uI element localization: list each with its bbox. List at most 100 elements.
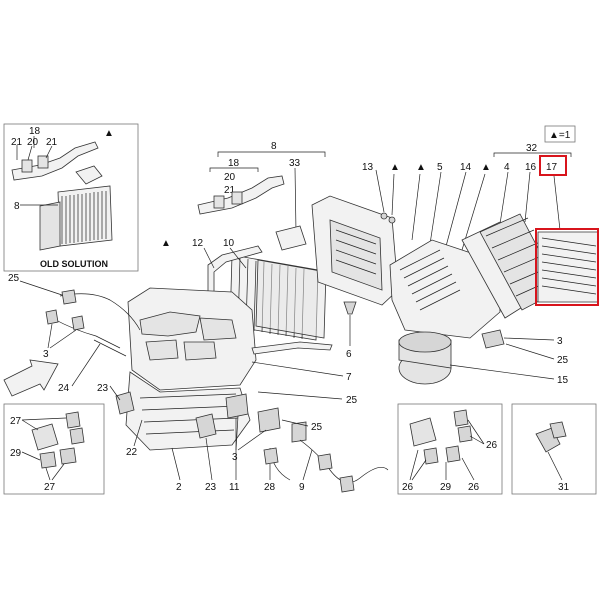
label-23b: 23 — [205, 482, 217, 493]
legend-frame — [544, 125, 576, 143]
label-10: 10 — [223, 238, 235, 249]
clip-6 — [343, 301, 357, 315]
leader-12 — [203, 247, 215, 269]
bracket-32 — [493, 152, 572, 157]
main-case-vent-4 — [183, 341, 217, 361]
inset-triangle-marker: ▲ — [104, 128, 114, 139]
rod-24 — [93, 339, 127, 357]
bottom-callouts: 22 3 2 23 11 28 9 25 25 — [126, 391, 358, 493]
upper-case-window — [329, 219, 383, 291]
inset-bm-label-29: 29 — [440, 482, 452, 493]
inset-bm-leader-26c — [461, 457, 475, 481]
triangle-marker-4: ▲ — [161, 238, 171, 249]
label-32: 32 — [526, 143, 538, 154]
leader-14 — [444, 171, 467, 251]
triangle-marker-3: ▲ — [481, 162, 491, 173]
leader-16 — [524, 171, 531, 223]
inset-seal-part — [75, 165, 103, 185]
leader-tri2 — [411, 173, 421, 241]
connector-harness-2 — [339, 475, 355, 493]
inset-bottom-mid-frame — [397, 403, 503, 495]
seal-part-33 — [275, 225, 307, 251]
main-case-vent-1 — [139, 311, 201, 337]
triangle-marker-2: ▲ — [416, 162, 426, 173]
filter-16-pleats — [485, 217, 557, 297]
connector-3a-2 — [71, 315, 85, 331]
inset-bm-connector-2 — [457, 425, 473, 443]
inset-valve-part-2 — [37, 155, 49, 169]
leader-24 — [71, 343, 101, 387]
direction-arrow — [3, 359, 59, 397]
main-case-ribs — [139, 393, 239, 435]
inset-valve-part — [21, 159, 33, 173]
upper-case-ribs — [335, 229, 377, 275]
inset-bottom-mid: 26 26 29 26 — [397, 403, 503, 495]
leader-3b — [503, 337, 555, 341]
inset-bm-label-26c: 26 — [468, 482, 480, 493]
label-25c: 25 — [346, 395, 358, 406]
label-24: 24 — [58, 383, 70, 394]
connector-25a — [61, 289, 77, 305]
inset-pipe-part — [11, 141, 99, 181]
inset-leaders — [16, 136, 58, 206]
bracket-18 — [209, 167, 259, 172]
leader-5 — [429, 171, 442, 245]
label-28: 28 — [264, 482, 276, 493]
actuator-11 — [225, 393, 249, 419]
actuator-3c — [257, 407, 281, 433]
top-callouts: 8 18 20 21 33 13 ▲ ▲ 5 14 ▲ 32 4 16 17 — [209, 141, 572, 251]
valve-part-2 — [231, 191, 243, 205]
leader-25b — [505, 343, 555, 360]
leader-10 — [229, 247, 247, 269]
label-33: 33 — [289, 158, 301, 169]
leader-25c — [257, 391, 343, 400]
label-13: 13 — [362, 162, 374, 173]
label-3b: 3 — [557, 336, 563, 347]
inset-bl-connector-3 — [39, 451, 57, 469]
filter-17 — [537, 231, 599, 303]
label-18: 18 — [228, 158, 240, 169]
leader-3a — [47, 323, 77, 349]
inset-label-20: 20 — [27, 137, 39, 148]
inset-bl-connector-2 — [69, 427, 85, 445]
label-14: 14 — [460, 162, 472, 173]
label-4: 4 — [504, 162, 510, 173]
inset-bm-leader-26a — [467, 419, 485, 445]
leader-9 — [302, 449, 313, 481]
main-case-vent-3 — [145, 339, 179, 361]
connector-3a-1 — [45, 309, 59, 325]
inset-bottom-right: 31 — [511, 403, 597, 495]
highlight-label-17 — [539, 155, 567, 176]
inset-bm-connector-1 — [453, 409, 469, 427]
inset-label-8: 8 — [14, 201, 20, 212]
inset-bottom-right-frame — [511, 403, 597, 495]
leader-23b — [205, 437, 213, 481]
upper-housing: 6 ▲ — [161, 195, 399, 360]
label-17: 17 — [546, 162, 558, 173]
label-11: 11 — [229, 482, 240, 493]
blower-case — [389, 239, 501, 339]
inset-bottom-left-frame — [3, 403, 105, 495]
label-8: 8 — [271, 141, 277, 152]
label-3a: 3 — [43, 349, 49, 360]
inset-bottom-left: 27 29 27 — [3, 403, 105, 495]
legend-text: ▲=1 — [549, 130, 571, 141]
inset-bm-leader-26b — [409, 449, 427, 481]
blower-case-ribs — [399, 249, 461, 311]
label-7: 7 — [346, 372, 352, 383]
leader-23a — [109, 385, 121, 401]
label-22: 22 — [126, 447, 138, 458]
pipe-assembly — [197, 175, 307, 251]
label-25b: 25 — [557, 355, 569, 366]
connector-harness — [317, 453, 333, 471]
inset-br-label-31: 31 — [558, 482, 570, 493]
harness-left — [51, 293, 141, 349]
leader-15 — [449, 364, 555, 380]
inset-bl-connector-4 — [59, 447, 77, 465]
inset-core-fins — [61, 191, 107, 244]
inset-label-21b: 21 — [46, 137, 58, 148]
main-case-top — [127, 287, 257, 391]
filter-17-pleats — [541, 237, 597, 295]
label-15: 15 — [557, 375, 569, 386]
